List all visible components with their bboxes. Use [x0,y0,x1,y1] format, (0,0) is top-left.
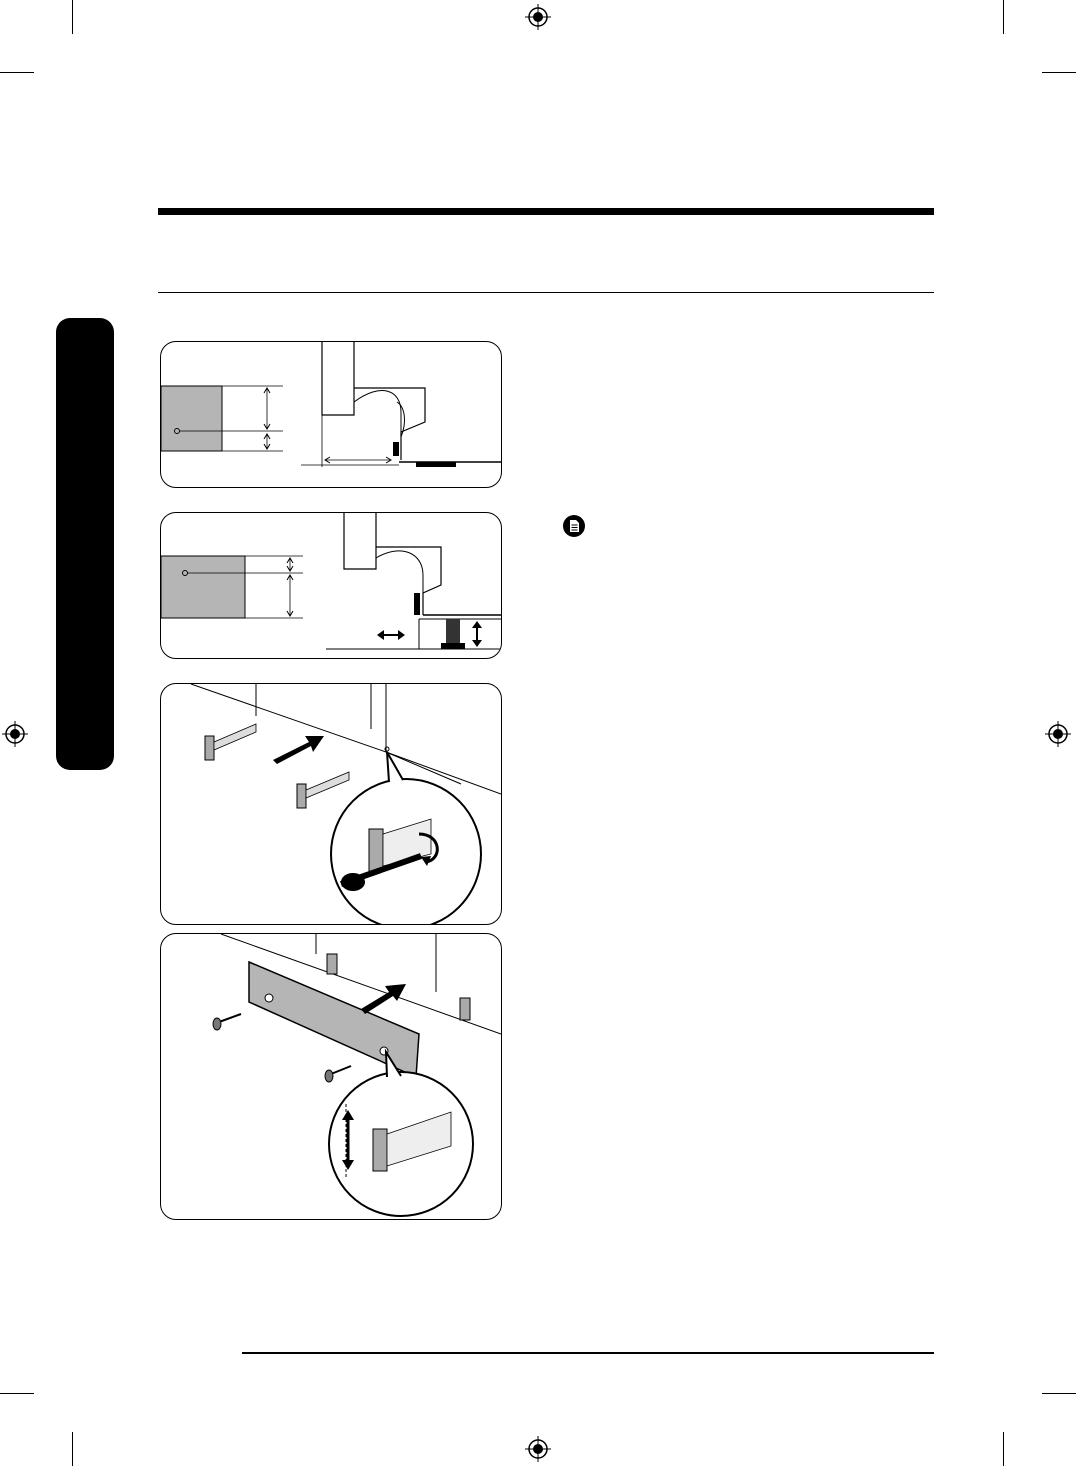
crop-mark-br-h [1042,1393,1076,1394]
figure-2-drawing [161,513,501,658]
figure-3-bracket-insertion [160,683,502,925]
crop-mark-tr-v [1003,0,1004,34]
crop-mark-bl-h [0,1393,34,1394]
bracket-right [297,772,349,808]
header-rule [158,208,934,215]
crop-mark-tr-h [1042,72,1076,73]
section-side-tab [56,318,114,770]
bracket-left [205,724,256,760]
registration-mark-right-icon [1045,721,1071,747]
screw-right-icon [325,1066,351,1082]
crop-mark-tl-h [0,72,34,73]
note-icon [562,514,586,538]
figure-1-drawing [161,342,501,487]
crop-mark-br-v [1003,1432,1004,1466]
registration-mark-left-icon [2,721,28,747]
crop-mark-bl-v [72,1432,73,1466]
registration-mark-bottom-icon [525,1436,551,1462]
registration-mark-top-icon [525,4,551,30]
figure-2-leveling-leg-adjust [160,512,502,659]
screw-left-icon [213,1014,241,1030]
figure-4-drawing [161,934,501,1219]
figure-3-drawing [161,684,501,924]
figure-1-leveling-side-view [160,341,502,488]
section-rule [158,292,934,293]
crop-mark-tl-v [72,0,73,34]
figure-4-panel-attachment [160,933,502,1220]
footer-rule [242,1352,934,1354]
